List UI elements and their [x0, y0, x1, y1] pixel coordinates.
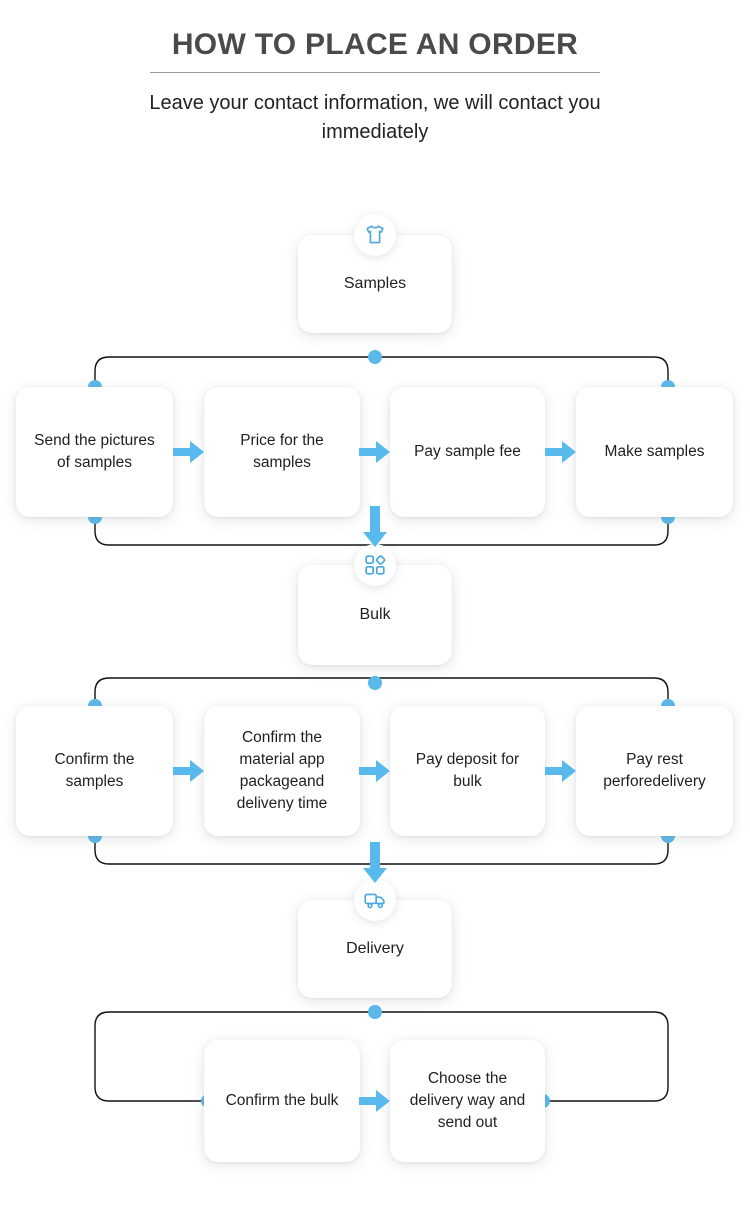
stage-label: Delivery	[346, 939, 404, 957]
arrow-right-icon	[545, 757, 577, 785]
step-node-pay-rest[interactable]: Pay rest perforedelivery	[576, 706, 733, 836]
page-title: HOW TO PLACE AN ORDER	[171, 28, 579, 61]
stage-node-delivery[interactable]: Delivery	[298, 879, 452, 998]
page-subtitle: Leave your contact information, we will …	[149, 91, 601, 143]
connector-dot	[368, 350, 382, 364]
title-divider	[150, 71, 600, 73]
arrow-right-icon	[359, 757, 391, 785]
step-label: Pay sample fee	[414, 443, 521, 460]
step-label: Choose the delivery way and send out	[409, 1070, 526, 1131]
tshirt-icon	[354, 214, 396, 256]
step-node-price-samples[interactable]: Price for the samples	[204, 387, 360, 517]
step-label: Price for the samples	[240, 432, 324, 471]
arrow-right-icon	[173, 438, 205, 466]
step-node-confirm-material[interactable]: Confirm the material app packageand deli…	[204, 706, 360, 836]
stage-label: Bulk	[359, 605, 391, 623]
step-label: Make samples	[604, 443, 705, 460]
stage-label: Samples	[343, 274, 407, 292]
step-node-make-samples[interactable]: Make samples	[576, 387, 733, 517]
connector-dot	[368, 676, 382, 690]
step-node-pay-sample-fee[interactable]: Pay sample fee	[390, 387, 545, 517]
step-node-send-pictures[interactable]: Send the pictures of samples	[16, 387, 173, 517]
step-label: Pay rest perforedelivery	[603, 751, 706, 790]
arrow-right-icon	[173, 757, 205, 785]
step-label: Send the pictures of samples	[34, 432, 155, 471]
arrow-right-icon	[359, 1087, 391, 1115]
step-label: Confirm the samples	[54, 751, 135, 790]
step-node-confirm-bulk[interactable]: Confirm the bulk	[204, 1040, 360, 1162]
step-node-pay-deposit[interactable]: Pay deposit for bulk	[390, 706, 545, 836]
arrow-down-icon	[361, 842, 389, 884]
step-label: Pay deposit for bulk	[415, 751, 520, 790]
step-node-choose-delivery[interactable]: Choose the delivery way and send out	[390, 1040, 545, 1162]
stage-node-bulk[interactable]: Bulk	[298, 544, 452, 665]
connector-dot	[368, 1005, 382, 1019]
wire-row1-top	[94, 356, 669, 387]
step-node-confirm-samples[interactable]: Confirm the samples	[16, 706, 173, 836]
step-label: Confirm the material app packageand deli…	[236, 729, 328, 812]
arrow-down-icon	[361, 506, 389, 548]
arrow-right-icon	[545, 438, 577, 466]
wire-row2-bottom	[94, 836, 669, 865]
stage-node-samples[interactable]: Samples	[298, 214, 452, 333]
header: HOW TO PLACE AN ORDER Leave your contact…	[0, 0, 750, 147]
grid-blocks-icon	[354, 544, 396, 586]
wire-row2-top	[94, 677, 669, 706]
truck-icon	[354, 879, 396, 921]
arrow-right-icon	[359, 438, 391, 466]
step-label: Confirm the bulk	[225, 1092, 339, 1109]
